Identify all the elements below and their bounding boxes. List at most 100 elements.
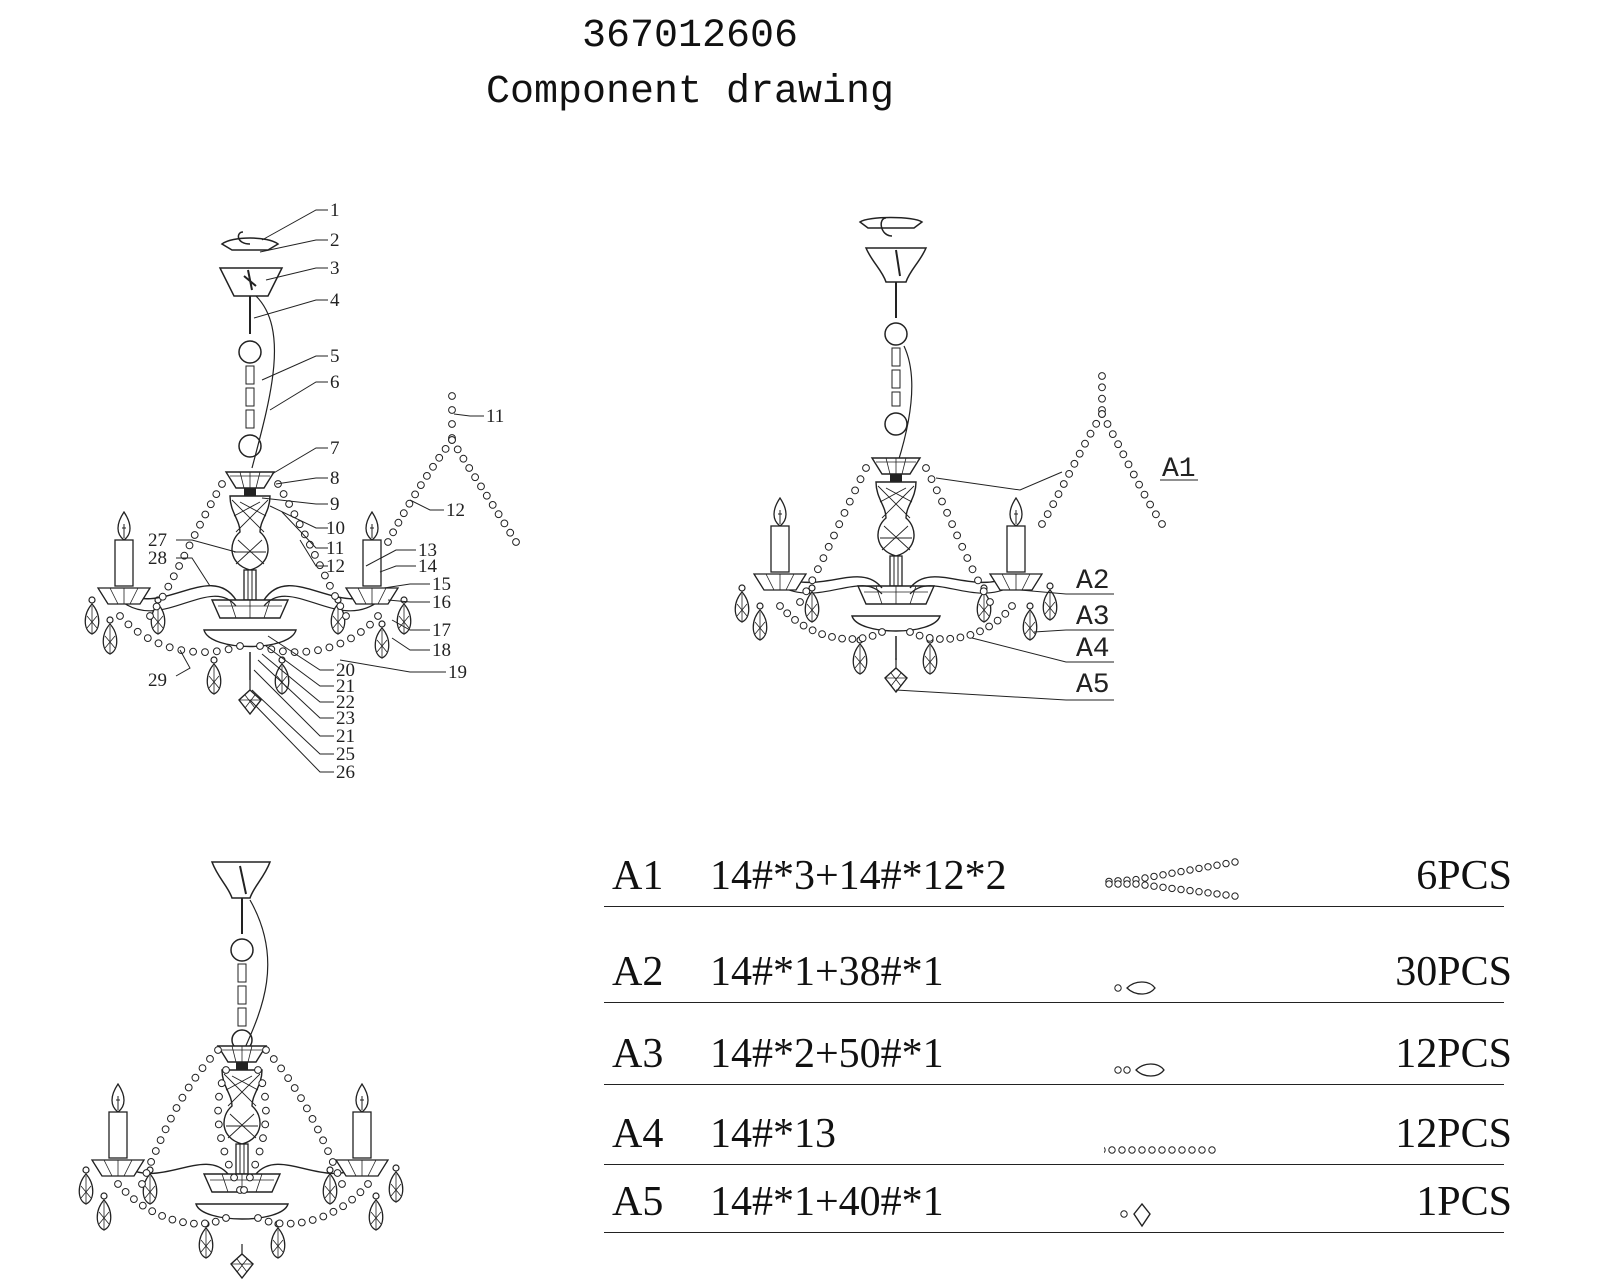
- bead: [297, 1094, 305, 1102]
- bead: [915, 631, 924, 640]
- bead: [1213, 890, 1221, 898]
- bead: [858, 634, 867, 643]
- bead-garland: [448, 436, 520, 546]
- bead: [172, 1104, 181, 1112]
- bead: [1123, 1066, 1131, 1074]
- bead: [356, 1188, 365, 1197]
- bead: [856, 475, 865, 484]
- svg-text:27: 27: [148, 530, 167, 551]
- bead: [217, 1134, 225, 1142]
- bead: [848, 635, 857, 643]
- bead: [146, 612, 154, 620]
- bead: [308, 1115, 317, 1123]
- bead: [143, 634, 152, 642]
- bead: [405, 499, 414, 508]
- bead: [302, 647, 311, 656]
- bead: [325, 643, 334, 652]
- bead: [423, 472, 431, 480]
- bead: [1105, 880, 1113, 888]
- svg-text:10: 10: [326, 518, 345, 539]
- bead: [177, 646, 186, 654]
- bead: [399, 509, 408, 518]
- bead: [1114, 880, 1122, 888]
- bead: [1108, 430, 1117, 439]
- bead: [948, 520, 956, 528]
- svg-text:12: 12: [446, 500, 465, 521]
- bead: [154, 639, 163, 648]
- bead: [158, 1212, 167, 1220]
- bead: [161, 1125, 170, 1134]
- bead: [1198, 1146, 1206, 1154]
- bead: [835, 520, 844, 529]
- bead: [819, 554, 828, 562]
- bead: [417, 481, 425, 490]
- bead: [319, 1136, 328, 1145]
- bead: [254, 1214, 262, 1222]
- svg-text:9: 9: [330, 494, 340, 515]
- bead: [215, 1092, 223, 1101]
- bead: [175, 562, 184, 570]
- bead: [254, 1066, 262, 1074]
- bead: [465, 464, 474, 472]
- bead: [212, 647, 221, 656]
- bead: [985, 622, 993, 631]
- bead: [936, 635, 944, 643]
- svg-text:A3: A3: [1076, 602, 1110, 633]
- bead: [1204, 889, 1212, 897]
- bead: [179, 1218, 187, 1227]
- bead: [1135, 480, 1143, 489]
- bead: [802, 587, 811, 596]
- bead: [824, 542, 833, 551]
- bead: [1098, 383, 1106, 392]
- part-code: A4: [612, 1111, 664, 1157]
- bead: [974, 576, 982, 585]
- bead: [218, 480, 226, 488]
- bead: [201, 510, 210, 519]
- bead: [1168, 869, 1176, 877]
- bead: [1008, 602, 1016, 610]
- bead-drop-icon: [1114, 981, 1156, 995]
- bead: [295, 520, 304, 529]
- part-spec: 14#*2+50#*1: [710, 1031, 944, 1077]
- bead-string-icon: [1104, 1146, 1216, 1154]
- bead: [796, 598, 804, 606]
- svg-text:15: 15: [432, 574, 451, 595]
- bead: [1150, 872, 1158, 881]
- bead: [1140, 490, 1149, 499]
- drawing-title: Component drawing: [485, 70, 895, 115]
- bead: [448, 436, 456, 444]
- part-spec: 14#*3+14#*12*2: [710, 853, 1007, 899]
- bead: [286, 1219, 295, 1228]
- svg-text:23: 23: [336, 708, 355, 729]
- bead: [256, 642, 264, 650]
- bead: [1178, 1146, 1186, 1154]
- bead: [838, 634, 846, 643]
- svg-text:16: 16: [432, 592, 451, 613]
- svg-text:A5: A5: [1076, 670, 1110, 701]
- bead: [1098, 394, 1106, 403]
- bead: [953, 531, 961, 540]
- bead: [217, 1079, 226, 1088]
- bead: [259, 1134, 267, 1142]
- bead: [236, 642, 244, 650]
- bead: [1114, 984, 1122, 992]
- bead: [230, 1173, 239, 1182]
- bead: [284, 1074, 293, 1082]
- bead: [328, 1158, 337, 1166]
- part-spec: 14#*1+40#*1: [710, 1179, 944, 1225]
- bead: [1158, 1146, 1166, 1154]
- svg-text:6: 6: [330, 372, 340, 393]
- bead: [152, 602, 161, 611]
- svg-text:20: 20: [336, 660, 355, 681]
- bead: [868, 632, 877, 640]
- part-spec: 14#*13: [710, 1111, 836, 1157]
- bead: [1213, 861, 1221, 869]
- bead: [851, 486, 859, 495]
- bead: [1150, 882, 1158, 890]
- bead: [342, 612, 350, 620]
- part-quantity: 30PCS: [1395, 949, 1512, 995]
